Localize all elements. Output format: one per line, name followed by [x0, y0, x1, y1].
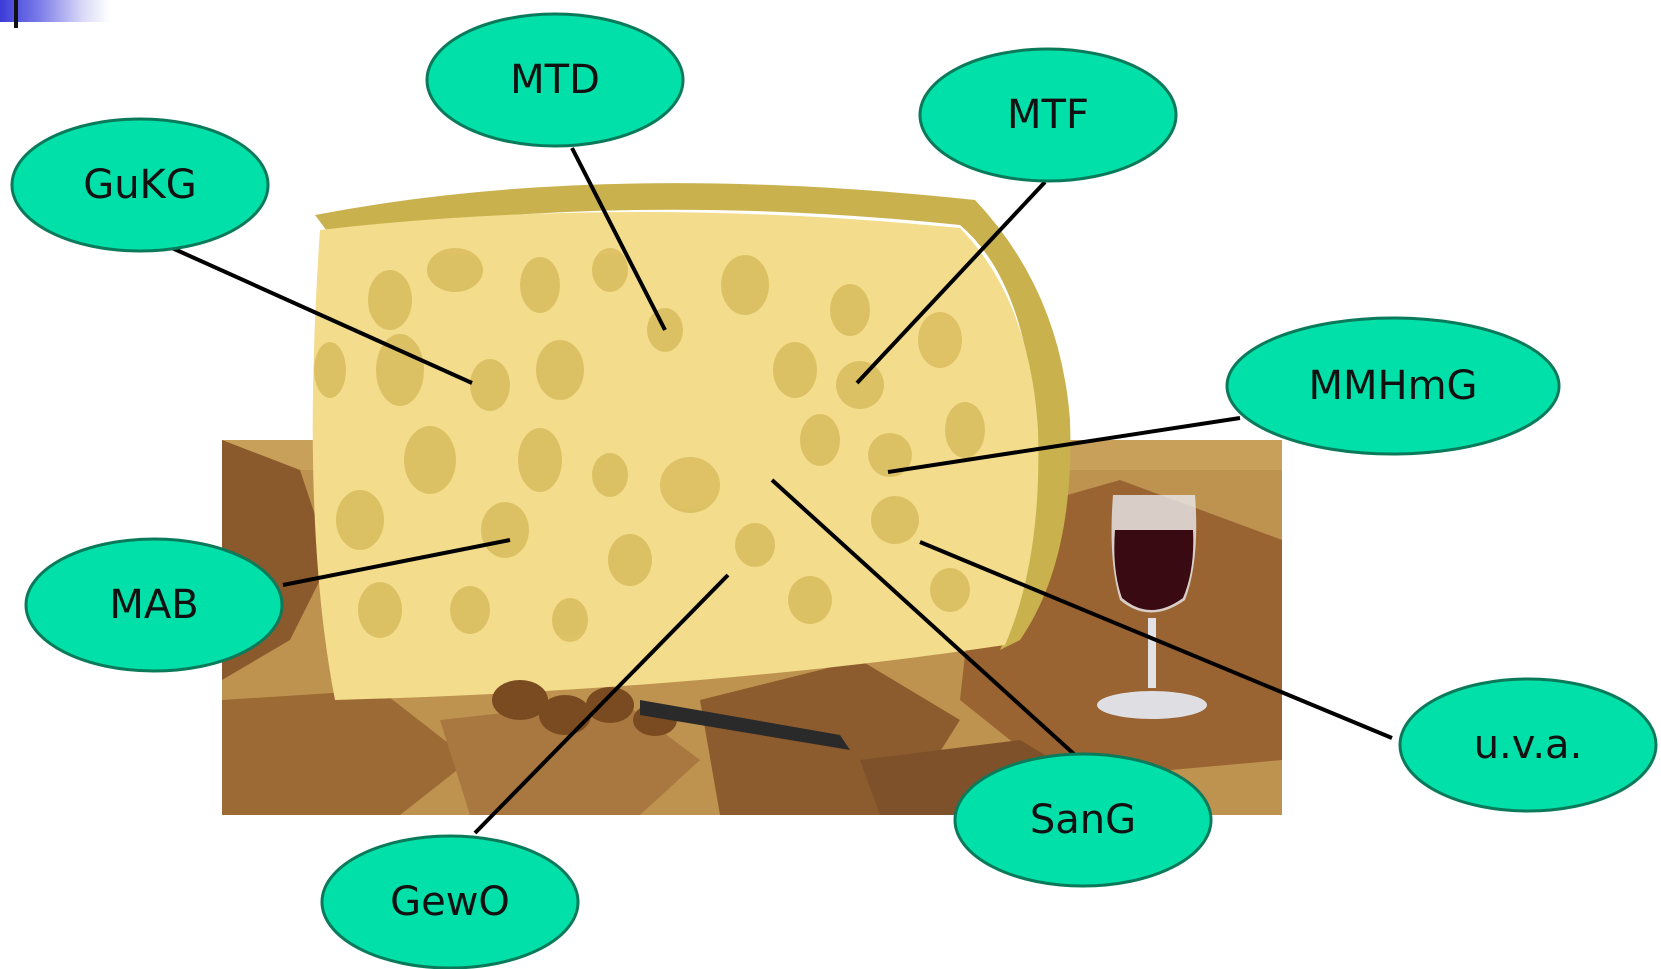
- bubble-gukg: [12, 119, 268, 251]
- bubble-mab: [26, 539, 282, 671]
- cheese-with-wine-photo-icon: [222, 183, 1282, 815]
- bubble-uva: [1400, 679, 1656, 811]
- bubble-sang: [955, 754, 1211, 886]
- bubble-gewo: [322, 836, 578, 968]
- bubble-mtd: [427, 14, 683, 146]
- bubble-mmhmg: [1227, 318, 1559, 454]
- bubble-mtf: [920, 49, 1176, 181]
